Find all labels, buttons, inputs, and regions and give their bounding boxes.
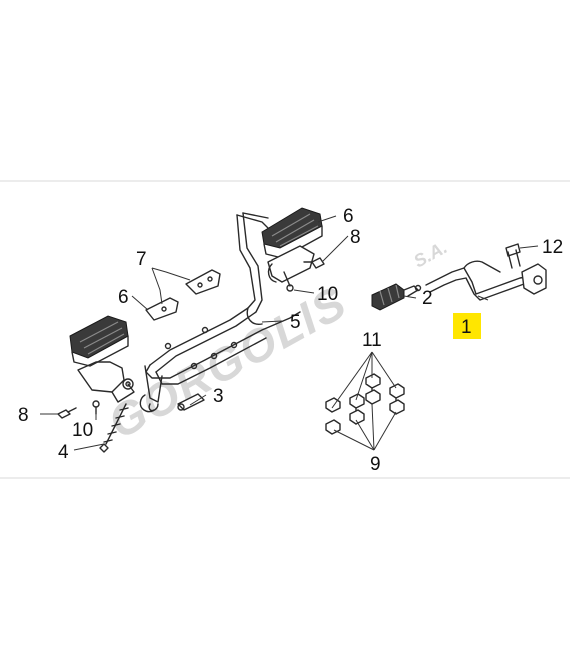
footrest-right (261, 207, 323, 292)
callout-10-left[interactable]: 10 (72, 420, 93, 441)
bracket-clips (145, 269, 221, 321)
callout-6-right[interactable]: 6 (343, 206, 354, 227)
brake-pedal (425, 243, 547, 301)
fasteners-left (57, 257, 325, 419)
bolt-kit (325, 373, 405, 435)
pivot-pin (177, 393, 205, 411)
callout-6-left[interactable]: 6 (118, 287, 129, 308)
callout-8-left[interactable]: 8 (18, 405, 29, 426)
callout-10-right[interactable]: 10 (317, 284, 338, 305)
pedal-rubber (371, 283, 422, 311)
callout-5[interactable]: 5 (290, 312, 301, 333)
callout-labels: 1 2 3 4 5 6 6 7 8 8 9 10 10 11 12 (18, 206, 563, 475)
leader-lines (40, 215, 539, 451)
footrest-left (69, 315, 135, 403)
callout-1-highlight (453, 313, 481, 339)
callout-3[interactable]: 3 (213, 386, 224, 407)
watermark-suffix: S.A. (410, 237, 450, 271)
callout-8-right[interactable]: 8 (350, 227, 361, 248)
callout-2[interactable]: 2 (422, 288, 433, 309)
footrest-frame (139, 212, 301, 413)
callout-9[interactable]: 9 (370, 454, 381, 475)
callout-7[interactable]: 7 (136, 249, 147, 270)
callout-12[interactable]: 12 (542, 237, 563, 258)
callout-1[interactable]: 1 (461, 317, 472, 338)
return-spring (99, 403, 129, 453)
callout-4[interactable]: 4 (58, 442, 69, 463)
callout-11[interactable]: 11 (362, 330, 382, 351)
